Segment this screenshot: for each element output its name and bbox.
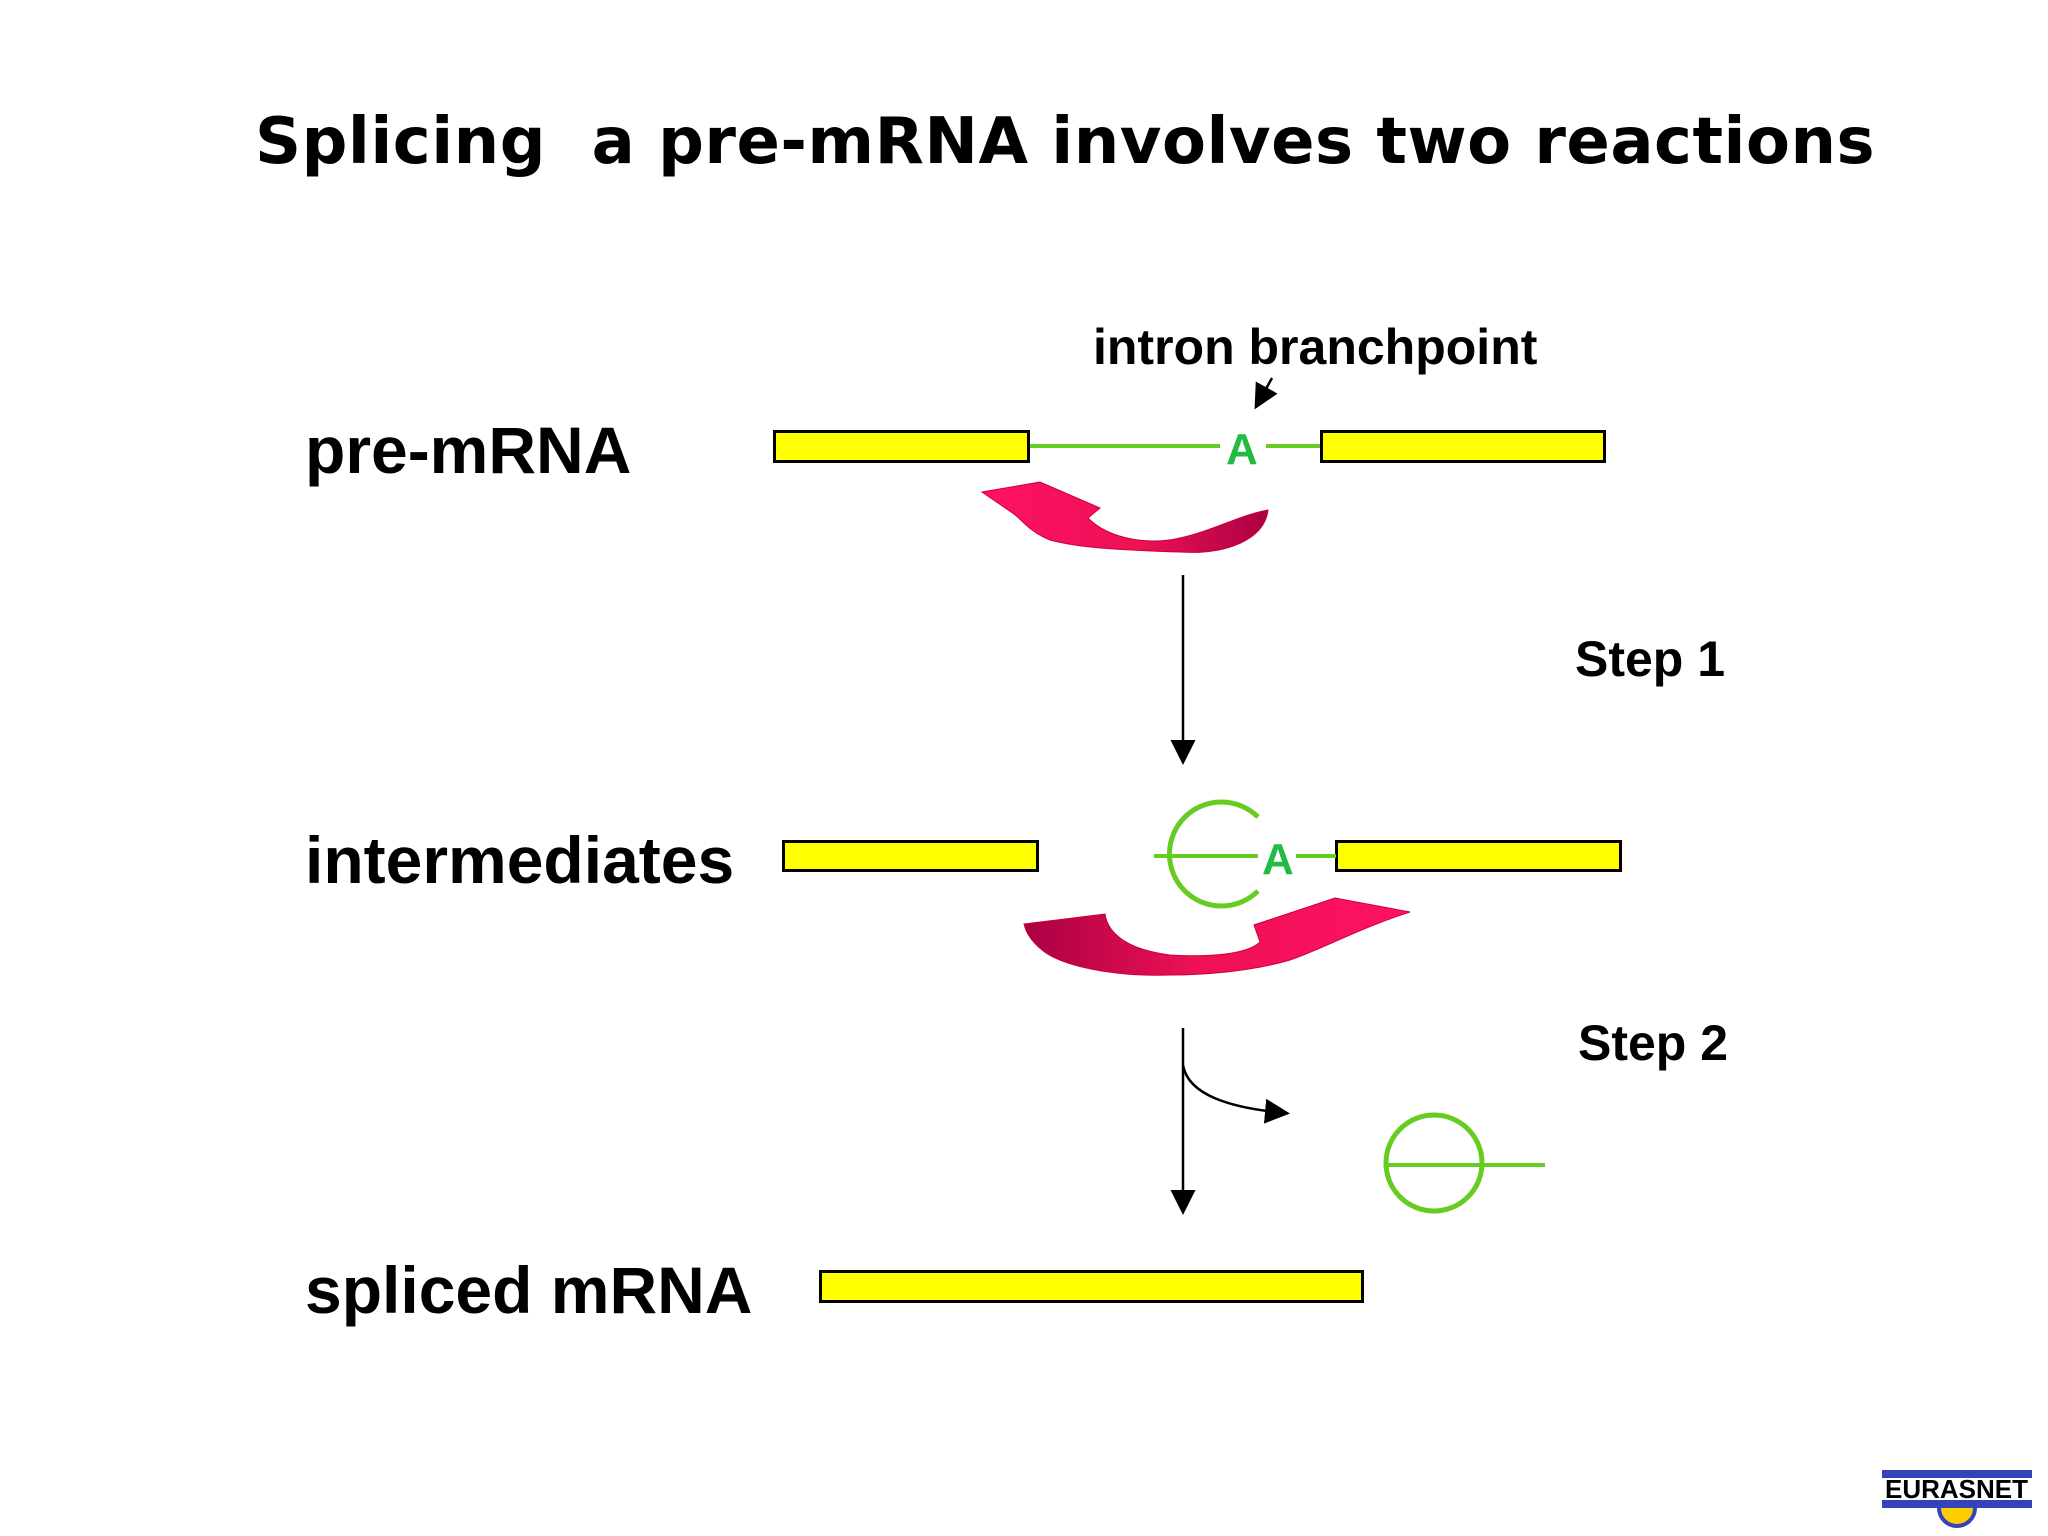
intron-branchpoint-label: intron branchpoint: [1093, 319, 1538, 375]
step-2-label: Step 2: [1578, 1015, 1729, 1071]
intermediate-exon-2: [1335, 840, 1622, 872]
intermediate-exon-1: [782, 840, 1039, 872]
intermediates-label: intermediates: [305, 823, 735, 897]
lariat-adenosine: A: [1262, 835, 1294, 884]
spliced-mrna-label: spliced mRNA: [305, 1253, 753, 1327]
spliced-mrna-bar: [819, 1270, 1364, 1303]
pre-mrna-exon-1: [773, 430, 1030, 463]
step-1-label: Step 1: [1575, 631, 1726, 687]
branchpoint-pointer-arrow: [1254, 377, 1278, 410]
eurasnet-logo-text: EURASNET: [1885, 1474, 2028, 1504]
eurasnet-logo: EURASNET: [1882, 1470, 2032, 1528]
lariat-release-arrow: [1181, 1064, 1290, 1124]
branchpoint-adenosine: A: [1226, 425, 1258, 474]
pre-mrna-exon-2: [1320, 430, 1606, 463]
step-2-red-arrow: [1023, 897, 1411, 976]
step-1-red-arrow: [980, 481, 1269, 553]
pre-mrna-label: pre-mRNA: [305, 413, 632, 487]
